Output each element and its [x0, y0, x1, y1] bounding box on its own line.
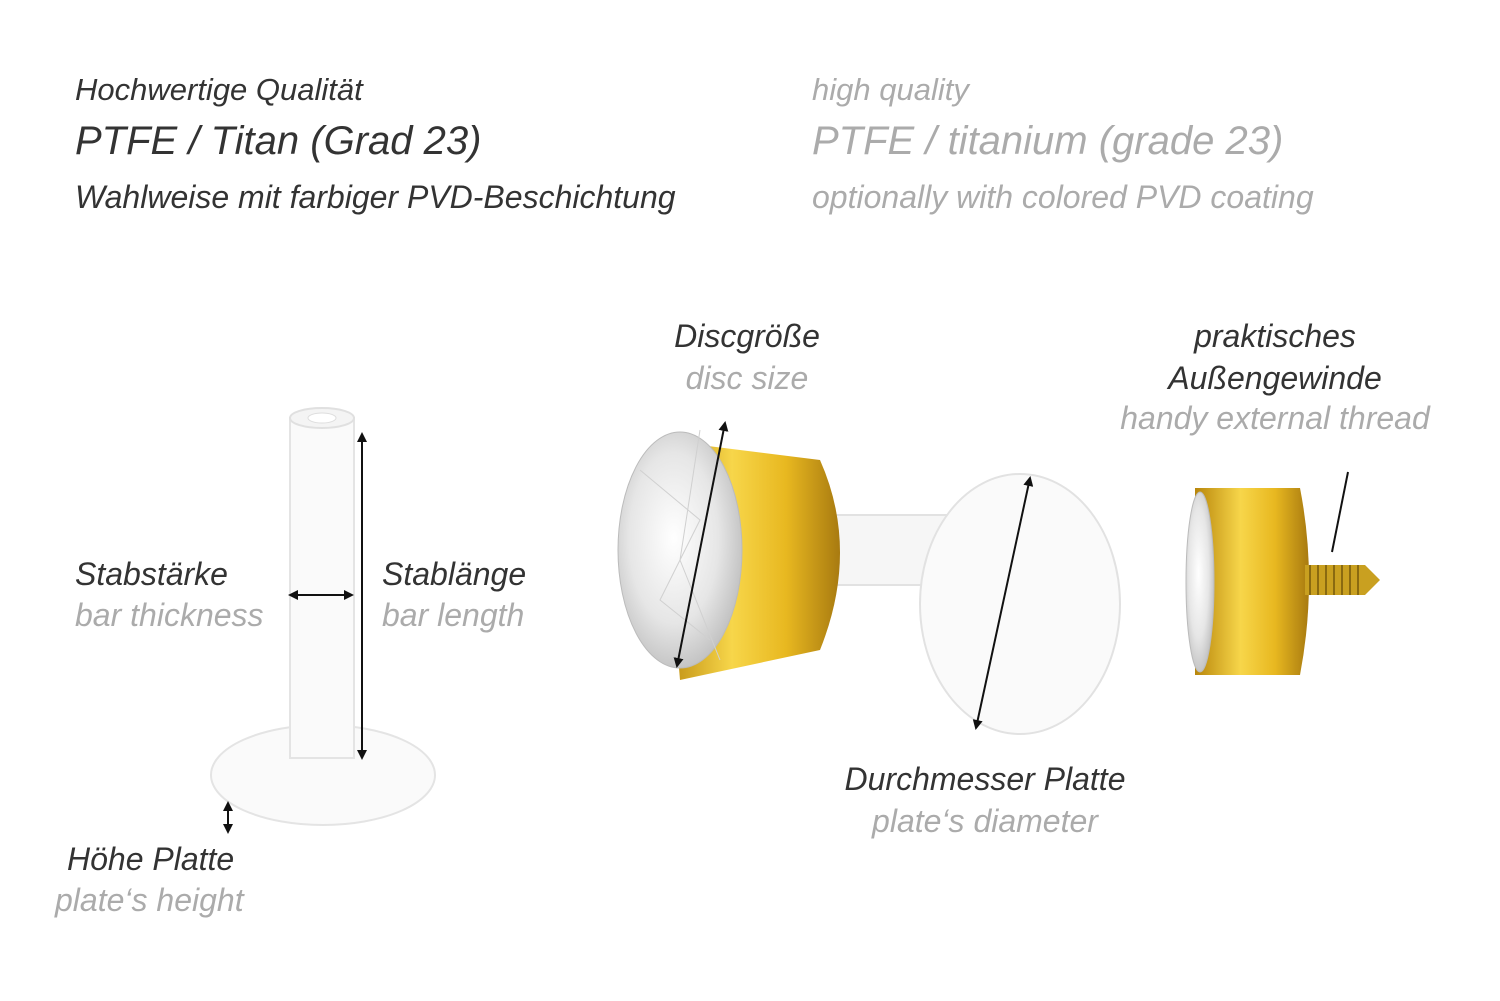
bar-thickness-label-en: bar thickness	[75, 597, 264, 633]
header-quality-en: high quality	[812, 72, 969, 107]
bar-length-label-en: bar length	[382, 597, 525, 633]
plate-diameter-arrow	[972, 476, 1034, 730]
disc-size-label-de: Discgröße	[674, 318, 820, 354]
thread-label-de-2: Außengewinde	[1168, 360, 1382, 396]
disc-size-label-en: disc size	[685, 360, 809, 396]
thread-pointer-line	[1331, 471, 1349, 553]
header-coating-en: optionally with colored PVD coating	[812, 179, 1314, 215]
header-quality-de: Hochwertige Qualität	[75, 72, 363, 107]
plate-diameter-label-de: Durchmesser Platte	[844, 761, 1126, 797]
thread-label-de-1: praktisches	[1194, 318, 1356, 354]
header-material-de: PTFE / Titan (Grad 23)	[75, 119, 482, 163]
labret-post-drawing	[210, 407, 436, 834]
plate-diameter-label-en: plate‘s diameter	[872, 803, 1098, 839]
plate-height-label-en: plate‘s height	[55, 882, 244, 918]
assembled-labret-drawing	[617, 421, 1121, 735]
header-material-en: PTFE / titanium (grade 23)	[812, 119, 1284, 163]
bar-length-label-de: Stablänge	[382, 556, 527, 592]
thread-label-en: handy external thread	[1120, 400, 1430, 436]
plate-height-label-de: Höhe Platte	[67, 841, 235, 877]
bar-thickness-label-de: Stabstärke	[75, 556, 228, 592]
header-coating-de: Wahlweise mit farbiger PVD-Beschichtung	[75, 179, 676, 215]
disc-size-arrow	[673, 421, 729, 668]
threaded-top-drawing	[1185, 471, 1380, 675]
